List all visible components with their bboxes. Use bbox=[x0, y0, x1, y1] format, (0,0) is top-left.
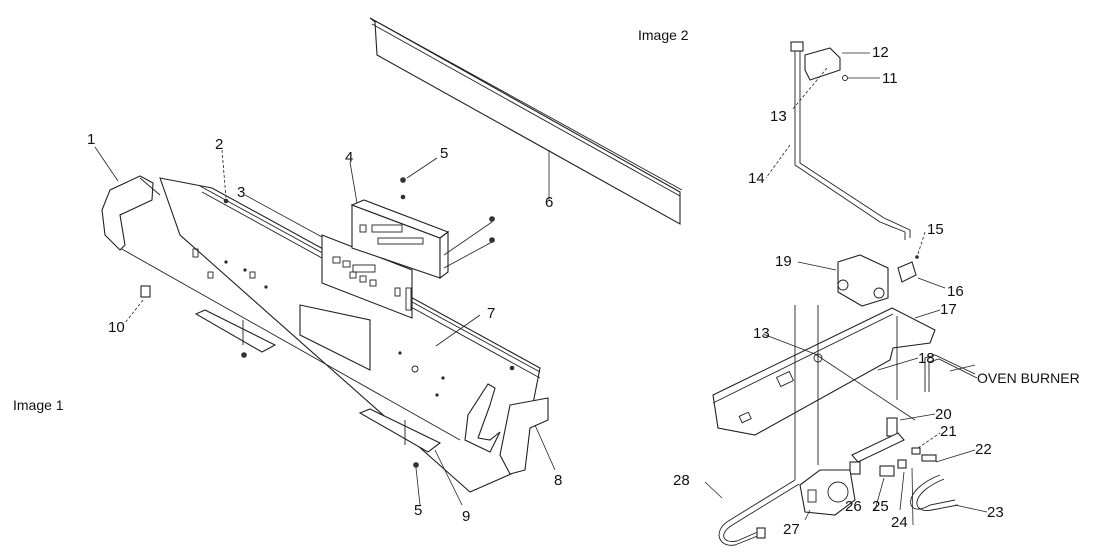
part-17-tray bbox=[712, 307, 941, 436]
callout-24: 24 bbox=[891, 514, 908, 531]
part-27-regulator bbox=[799, 469, 856, 521]
callout-4: 4 bbox=[345, 149, 354, 166]
callout-5-bottom: 5 bbox=[414, 502, 423, 519]
callout-6: 6 bbox=[545, 194, 554, 211]
part-7-control-panel bbox=[119, 177, 541, 493]
oven-burner-label: OVEN BURNER bbox=[977, 370, 1080, 386]
right-inner-bracket bbox=[464, 383, 501, 453]
callout-8: 8 bbox=[554, 472, 563, 489]
part-23-tube bbox=[910, 474, 988, 513]
part-9-bracket bbox=[194, 309, 463, 506]
image-1-caption: Image 1 bbox=[13, 397, 64, 413]
part-16-bracket bbox=[897, 231, 946, 289]
part-28-pilot-tube bbox=[704, 479, 800, 546]
callout-15: 15 bbox=[927, 221, 944, 238]
oven-burner bbox=[924, 354, 978, 392]
fittings bbox=[849, 432, 976, 526]
callout-3: 3 bbox=[237, 184, 246, 201]
callout-28: 28 bbox=[673, 472, 690, 489]
part-1-left-end-cap bbox=[94, 146, 161, 251]
callout-12: 12 bbox=[872, 44, 889, 61]
callout-22: 22 bbox=[975, 441, 992, 458]
callout-13-top: 13 bbox=[770, 108, 787, 125]
callout-27: 27 bbox=[783, 521, 800, 538]
callout-16: 16 bbox=[947, 283, 964, 300]
callout-21: 21 bbox=[940, 423, 957, 440]
callout-7: 7 bbox=[487, 305, 496, 322]
part-8-right-end-cap bbox=[499, 397, 556, 475]
part-20-manifold bbox=[851, 413, 936, 463]
callout-9: 9 bbox=[462, 508, 471, 525]
callout-17: 17 bbox=[940, 301, 957, 318]
callout-2: 2 bbox=[215, 136, 224, 153]
callout-5-top: 5 bbox=[440, 145, 449, 162]
callout-1: 1 bbox=[87, 131, 96, 148]
callout-18: 18 bbox=[918, 350, 935, 367]
part-12-bracket bbox=[791, 47, 880, 111]
callout-25: 25 bbox=[872, 498, 889, 515]
callout-26: 26 bbox=[845, 498, 862, 515]
callout-23: 23 bbox=[987, 504, 1004, 521]
callout-13-bottom: 13 bbox=[753, 325, 770, 342]
callout-19: 19 bbox=[775, 253, 792, 270]
callout-14: 14 bbox=[748, 170, 765, 187]
callout-10: 10 bbox=[108, 319, 125, 336]
callout-11: 11 bbox=[882, 70, 898, 87]
part-19-valve bbox=[797, 254, 889, 307]
part-14-tube bbox=[765, 41, 911, 240]
screws bbox=[221, 149, 515, 506]
part-10-clip bbox=[124, 285, 151, 324]
callout-20: 20 bbox=[935, 406, 952, 423]
part-6-trim-strip bbox=[369, 17, 683, 225]
image-2-caption: Image 2 bbox=[638, 27, 689, 43]
